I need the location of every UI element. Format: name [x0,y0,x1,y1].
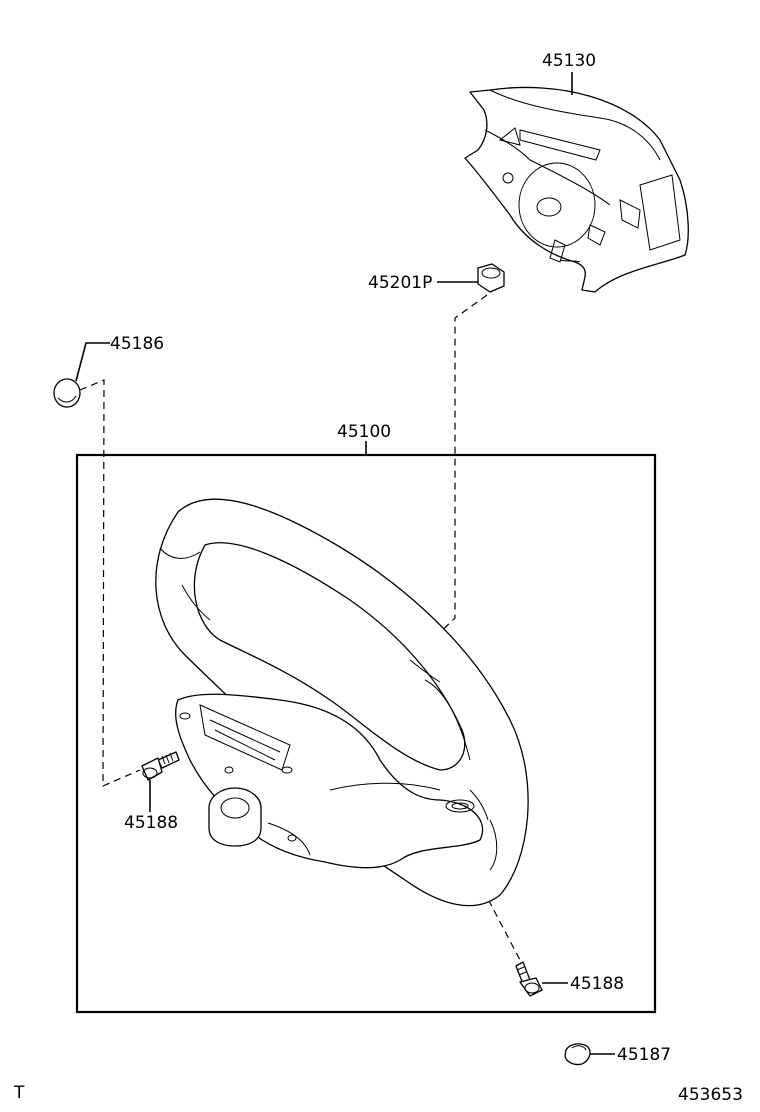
label-45201P: 45201P [368,273,432,293]
diagram-number: 453653 [678,1085,743,1105]
leader-45186 [75,342,110,382]
airbag-pad-part [464,86,689,293]
label-45130: 45130 [542,51,596,71]
label-45188-right: 45188 [570,974,624,994]
label-45100: 45100 [337,422,391,442]
corner-mark: T [13,1083,25,1103]
upper-cover-part [53,378,81,408]
label-45187: 45187 [617,1045,671,1065]
steering-wheel-part [155,498,529,907]
label-45186: 45186 [110,334,164,354]
nut-part [477,263,505,293]
label-45188-left: 45188 [124,813,178,833]
dashed-line-upper-cover [79,379,141,787]
right-screw-part [515,961,543,997]
lower-cover-part [564,1043,591,1066]
left-screw-part [141,751,180,781]
